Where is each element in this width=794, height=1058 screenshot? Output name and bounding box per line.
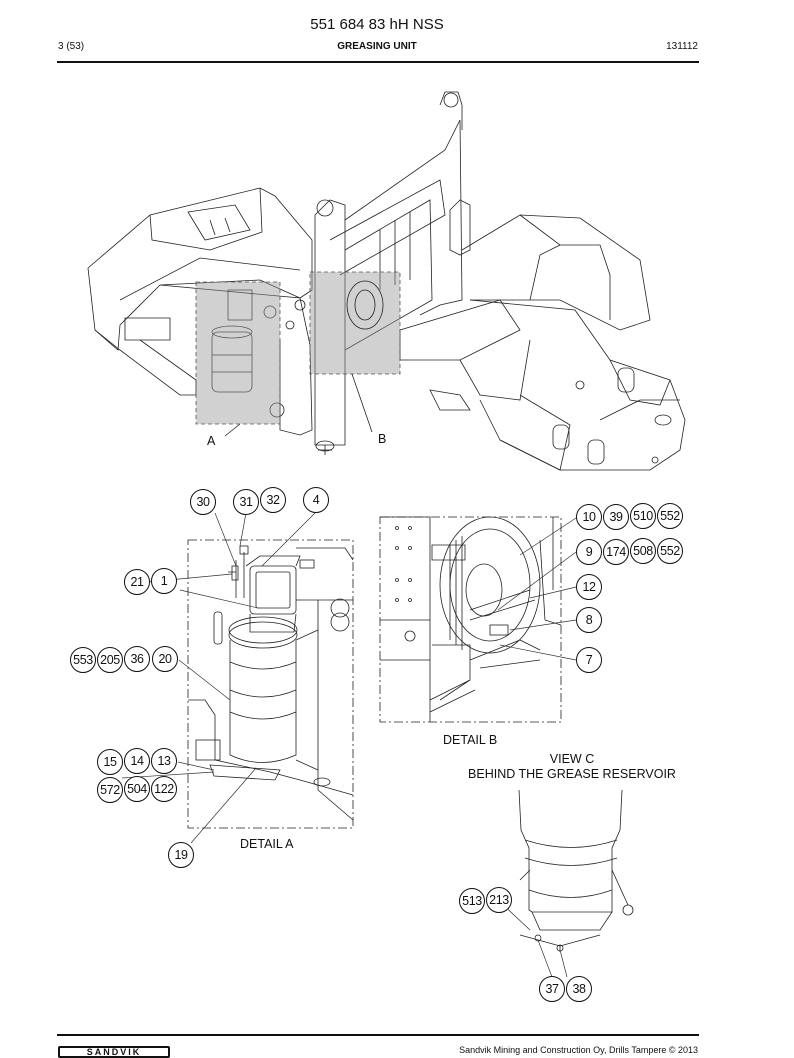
callout-part-508: 508 — [630, 538, 656, 564]
detail-b-caption: DETAIL B — [443, 733, 498, 747]
callout-part-504: 504 — [124, 776, 150, 802]
detail-a-caption: DETAIL A — [240, 837, 294, 851]
page-indicator: 3 (53) — [58, 41, 85, 52]
copyright-notice: Sandvik Mining and Construction Oy, Dril… — [459, 1045, 698, 1055]
callout-part-36: 36 — [124, 646, 150, 672]
detail-a-illustration — [187, 539, 354, 829]
callout-part-510: 510 — [630, 503, 656, 529]
detail-b-illustration — [379, 516, 562, 723]
company-logo: SANDVIK — [58, 1046, 170, 1058]
callout-part-213: 213 — [486, 887, 512, 913]
detail-a-region — [195, 281, 281, 425]
detail-b-marker: B — [378, 432, 387, 446]
view-c-title: VIEW C — [549, 752, 595, 766]
callout-part-1: 1 — [151, 568, 177, 594]
machine-overview-illustration — [87, 91, 686, 471]
callout-part-174: 174 — [603, 539, 629, 565]
callout-part-32: 32 — [260, 487, 286, 513]
footer-rule — [57, 1034, 699, 1036]
callout-part-4: 4 — [303, 487, 329, 513]
view-c-illustration — [518, 789, 634, 952]
callout-part-572: 572 — [97, 777, 123, 803]
detail-b-region — [309, 271, 401, 375]
callout-part-8: 8 — [576, 607, 602, 633]
callout-part-19: 19 — [168, 842, 194, 868]
callout-part-552-top: 552 — [657, 503, 683, 529]
callout-part-39: 39 — [603, 504, 629, 530]
callout-part-10: 10 — [576, 504, 602, 530]
document-date: 131112 — [666, 41, 698, 52]
callout-part-20: 20 — [152, 646, 178, 672]
view-c-subtitle: BEHIND THE GREASE RESERVOIR — [468, 767, 676, 781]
callout-part-38: 38 — [566, 976, 592, 1002]
callout-part-7: 7 — [576, 647, 602, 673]
detail-a-marker: A — [207, 434, 216, 448]
callout-part-9: 9 — [576, 539, 602, 565]
section-title: GREASING UNIT — [337, 41, 417, 52]
callout-part-31: 31 — [233, 489, 259, 515]
callout-part-122: 122 — [151, 776, 177, 802]
callout-part-513: 513 — [459, 888, 485, 914]
callout-part-21: 21 — [124, 569, 150, 595]
callout-part-12: 12 — [576, 574, 602, 600]
callout-part-30: 30 — [190, 489, 216, 515]
callout-part-13: 13 — [151, 748, 177, 774]
callout-part-14: 14 — [124, 748, 150, 774]
callout-part-37: 37 — [539, 976, 565, 1002]
callout-part-205: 205 — [97, 647, 123, 673]
callout-part-552-bottom: 552 — [657, 538, 683, 564]
callout-part-15: 15 — [97, 749, 123, 775]
callout-part-553: 553 — [70, 647, 96, 673]
document-number: 551 684 83 hH NSS — [310, 16, 444, 33]
header-rule — [57, 61, 699, 63]
